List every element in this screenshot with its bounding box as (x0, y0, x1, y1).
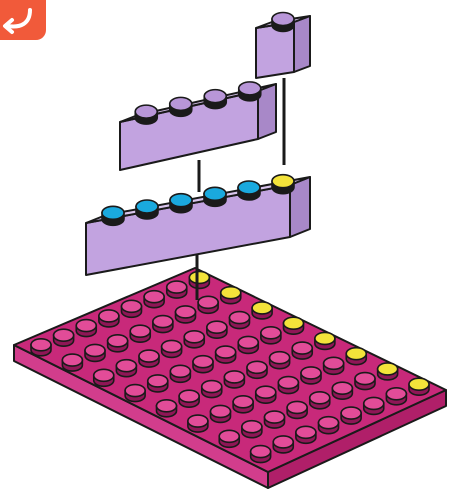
baseplate-stud (230, 312, 250, 329)
baseplate-stud (256, 386, 276, 403)
baseplate-stud (179, 390, 199, 407)
baseplate-stud (62, 354, 82, 371)
baseplate-stud (170, 365, 190, 382)
baseplate-stud (188, 415, 208, 432)
baseplate-stud (332, 382, 352, 399)
baseplate-stud (198, 296, 218, 313)
baseplate-stud (242, 421, 262, 438)
baseplate-stud (310, 392, 330, 409)
brick-1x1 (256, 13, 310, 79)
baseplate-stud (207, 321, 227, 338)
baseplate-stud (122, 300, 142, 317)
baseplate-stud (296, 426, 316, 443)
brick-stud-yellow (272, 175, 294, 194)
baseplate-stud (265, 411, 285, 428)
baseplate-stud (193, 356, 213, 373)
baseplate-stud (139, 350, 159, 367)
baseplate-stud-yellow (409, 378, 429, 395)
baseplate-stud (184, 331, 204, 348)
baseplate-stud (99, 310, 119, 327)
brick-1x4 (120, 82, 276, 170)
brick-stud (204, 90, 226, 109)
baseplate-stud (211, 405, 231, 422)
baseplate-stud (319, 417, 339, 434)
baseplate-stud-yellow (189, 271, 209, 288)
baseplate-stud (292, 342, 312, 359)
baseplate-stud (247, 361, 267, 378)
baseplate-stud (364, 397, 384, 414)
baseplate-8x8 (14, 268, 446, 488)
baseplate-stud (238, 336, 258, 353)
brick-side-face (294, 16, 310, 72)
baseplate-stud (261, 327, 281, 344)
baseplate-stud (216, 346, 236, 363)
baseplate-stud (202, 381, 222, 398)
brick-stud (239, 82, 261, 101)
baseplate-stud-yellow (221, 287, 241, 304)
brick-stud-cyan (102, 206, 124, 225)
baseplate-stud (287, 401, 307, 418)
baseplate-stud (167, 281, 187, 298)
baseplate-stud (148, 375, 168, 392)
baseplate-stud (54, 329, 74, 346)
baseplate-stud (324, 357, 344, 374)
baseplate-stud (116, 360, 136, 377)
brick-stud-cyan (204, 187, 226, 206)
baseplate-stud (94, 369, 114, 386)
baseplate-stud (270, 352, 290, 369)
brick-stud-cyan (170, 194, 192, 213)
brick-stud (272, 13, 294, 32)
baseplate-stud (386, 388, 406, 405)
baseplate-stud-yellow (378, 363, 398, 380)
baseplate-stud (278, 377, 298, 394)
baseplate-stud (355, 373, 375, 390)
baseplate-stud (144, 291, 164, 308)
baseplate-stud (176, 306, 196, 323)
baseplate-stud (251, 446, 271, 463)
baseplate-stud (153, 316, 173, 333)
baseplate-stud (273, 436, 293, 453)
baseplate-stud (301, 367, 321, 384)
baseplate-stud-yellow (315, 332, 335, 349)
baseplate-stud (157, 400, 177, 417)
baseplate-stud-yellow (252, 302, 272, 319)
baseplate-stud (162, 340, 182, 357)
baseplate-stud (108, 335, 128, 352)
baseplate-stud-yellow (346, 348, 366, 365)
baseplate-stud (76, 320, 96, 337)
baseplate-stud (85, 344, 105, 361)
brick-stud-cyan (136, 200, 158, 219)
brick-stud (170, 97, 192, 116)
baseplate-stud (233, 396, 253, 413)
baseplate-stud (31, 339, 51, 356)
baseplate-stud (219, 430, 239, 447)
brick-stud (135, 105, 157, 124)
baseplate-stud-yellow (284, 317, 304, 334)
baseplate-stud (130, 325, 150, 342)
baseplate-stud (125, 385, 145, 402)
baseplate-stud (341, 407, 361, 424)
brick-stud-cyan (238, 181, 260, 200)
baseplate-stud (224, 371, 244, 388)
